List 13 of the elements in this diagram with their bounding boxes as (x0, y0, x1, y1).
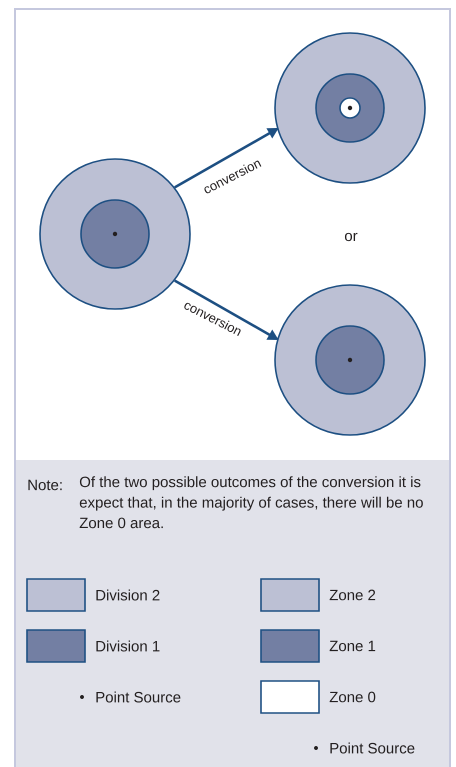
legend-label: Division 1 (96, 640, 160, 652)
legend-label: Point Source (330, 742, 414, 754)
hazard-zone-circle (315, 325, 385, 395)
hazard-zone-circle (315, 73, 385, 143)
legend-label: Point Source (96, 691, 180, 702)
note-text: Of the two possible outcomes of the conversion it is expect that, in the majority of cases, there will be no Zone 0 area. (80, 476, 423, 528)
note-label: Note: (28, 480, 62, 490)
legend-label: Zone 0 (330, 692, 376, 702)
legend-label: Division 2 (96, 589, 160, 600)
or-label: or (344, 232, 358, 242)
legend-label: Zone 1 (330, 640, 376, 652)
legend-label: Zone 2 (330, 590, 376, 600)
hazard-zone-circle (80, 199, 150, 269)
